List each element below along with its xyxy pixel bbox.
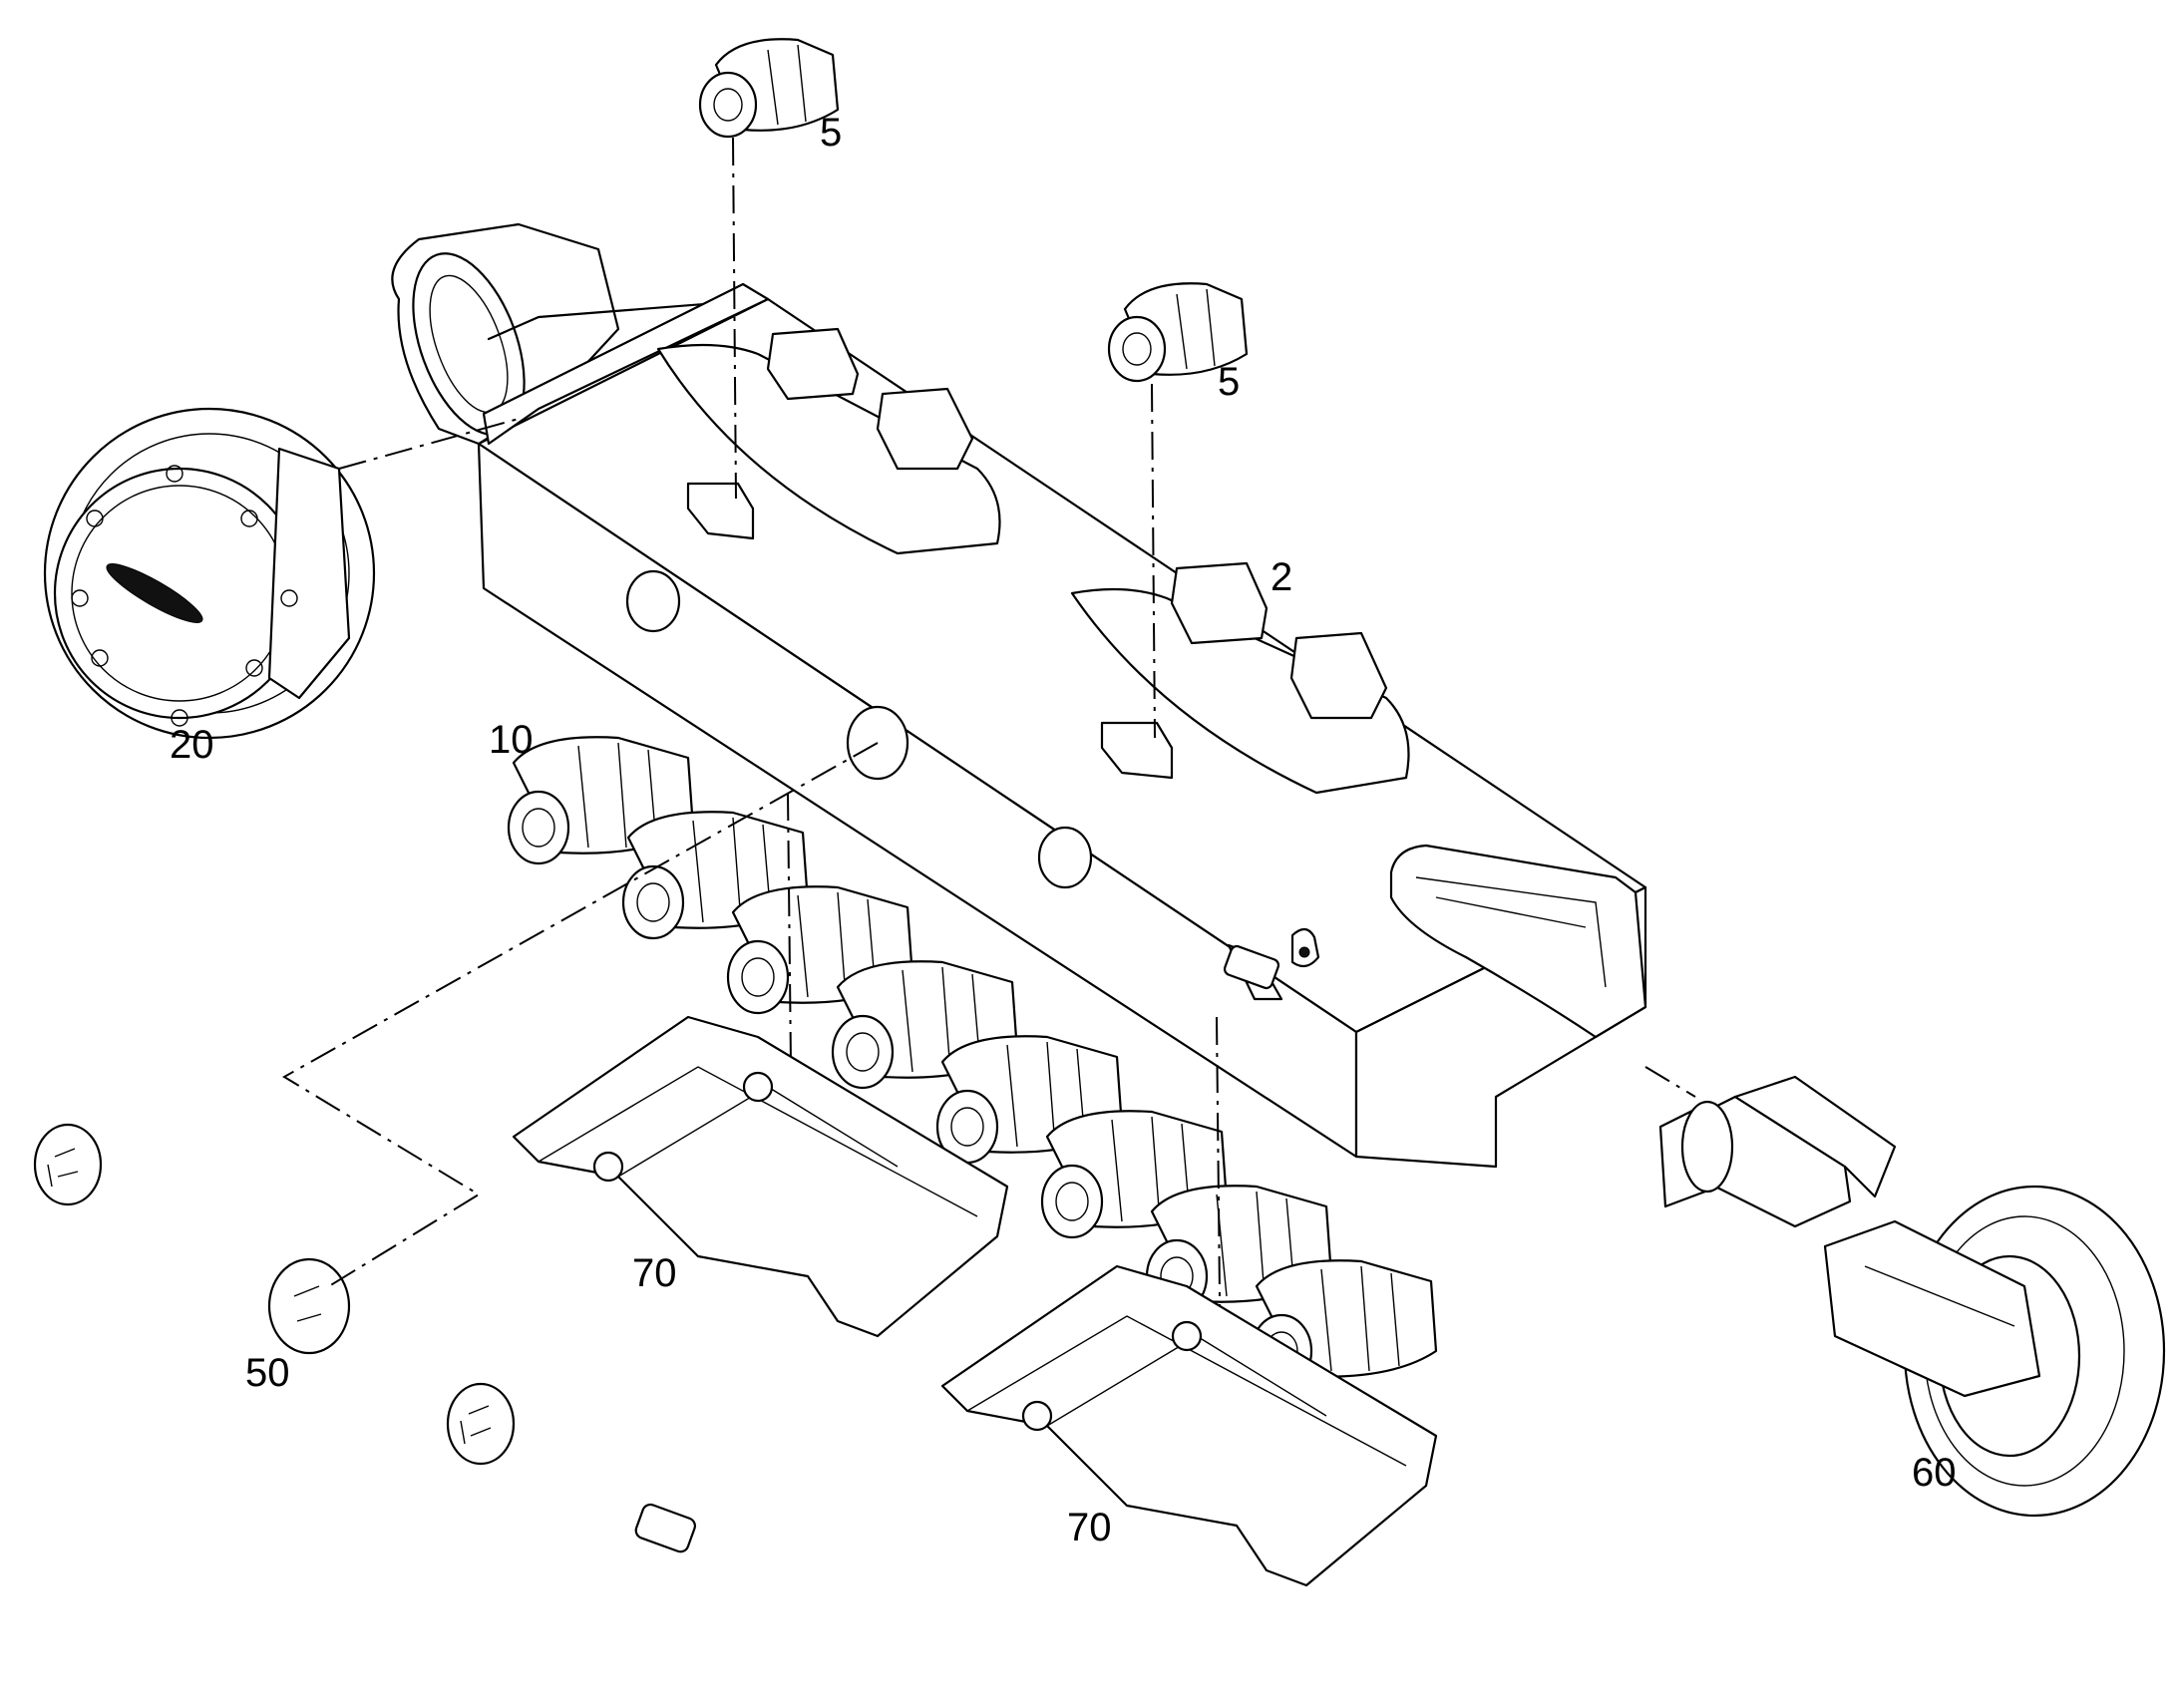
callout-10: 10 xyxy=(489,718,534,762)
idler-assembly xyxy=(1644,1066,2166,1518)
callout-5-front: 5 xyxy=(820,111,842,155)
callout-70-front: 70 xyxy=(632,1251,677,1295)
roller-guard-front xyxy=(512,1015,1009,1338)
roller-guard-rear xyxy=(940,1264,1438,1587)
carrier-roller-front xyxy=(698,38,840,500)
track-frame xyxy=(391,222,1647,1169)
callout-60: 60 xyxy=(1912,1451,1957,1495)
carrier-roller-rear xyxy=(1107,282,1249,739)
callout-20: 20 xyxy=(170,723,214,767)
callout-70-rear: 70 xyxy=(1067,1506,1112,1549)
final-drive-sprocket xyxy=(43,407,520,740)
callout-2: 2 xyxy=(1271,555,1292,599)
callout-50: 50 xyxy=(245,1351,290,1395)
cover-plates xyxy=(33,742,1280,1553)
callout-5-rear: 5 xyxy=(1218,360,1240,404)
